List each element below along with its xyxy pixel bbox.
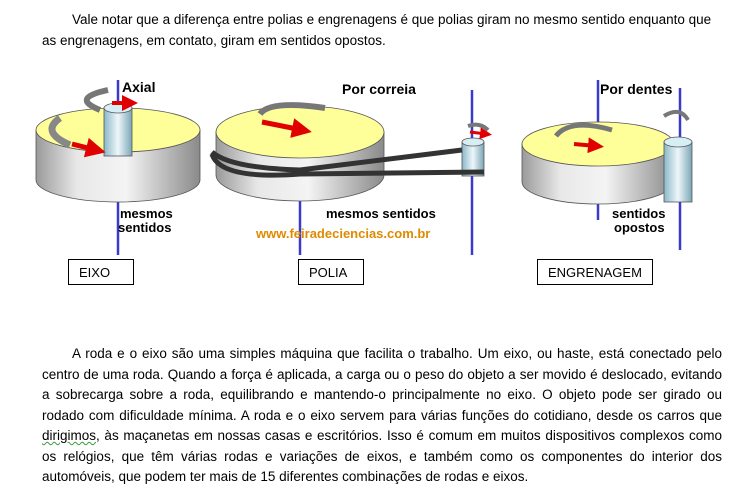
spellcheck-word[interactable]: dirigimos xyxy=(42,428,97,443)
caption-polia: POLIA xyxy=(298,259,364,285)
label-por-correia: Por correia xyxy=(342,81,416,97)
label-sentidos-1: sentidos xyxy=(118,220,171,235)
caption-engrenagem: ENGRENAGEM xyxy=(537,259,653,285)
caption-eixo: EIXO xyxy=(68,259,134,285)
watermark: www.feiradeciencias.com.br xyxy=(255,226,430,241)
body-paragraph: A roda e o eixo são uma simples máquina … xyxy=(42,344,722,488)
body-text-part1: A roda e o eixo são uma simples máquina … xyxy=(42,346,722,423)
axle-diagram xyxy=(35,80,201,255)
label-mesmos-1: mesmos xyxy=(120,206,173,221)
label-axial: Axial xyxy=(122,79,155,95)
wheel-axle-illustration: Axial mesmos sentidos Por correia mesmos… xyxy=(35,79,693,255)
gear-diagram xyxy=(521,80,693,250)
intro-paragraph: Vale notar que a diferença entre polias … xyxy=(42,12,712,48)
label-sentidos-2: sentidos xyxy=(612,206,665,221)
label-mesmos-sentidos: mesmos sentidos xyxy=(326,206,436,221)
pulley-diagram xyxy=(209,90,492,255)
body-text-part2: , às maçanetas em nossas casas e escritó… xyxy=(42,428,722,484)
label-opostos: opostos xyxy=(614,220,665,235)
label-por-dentes: Por dentes xyxy=(600,81,673,97)
